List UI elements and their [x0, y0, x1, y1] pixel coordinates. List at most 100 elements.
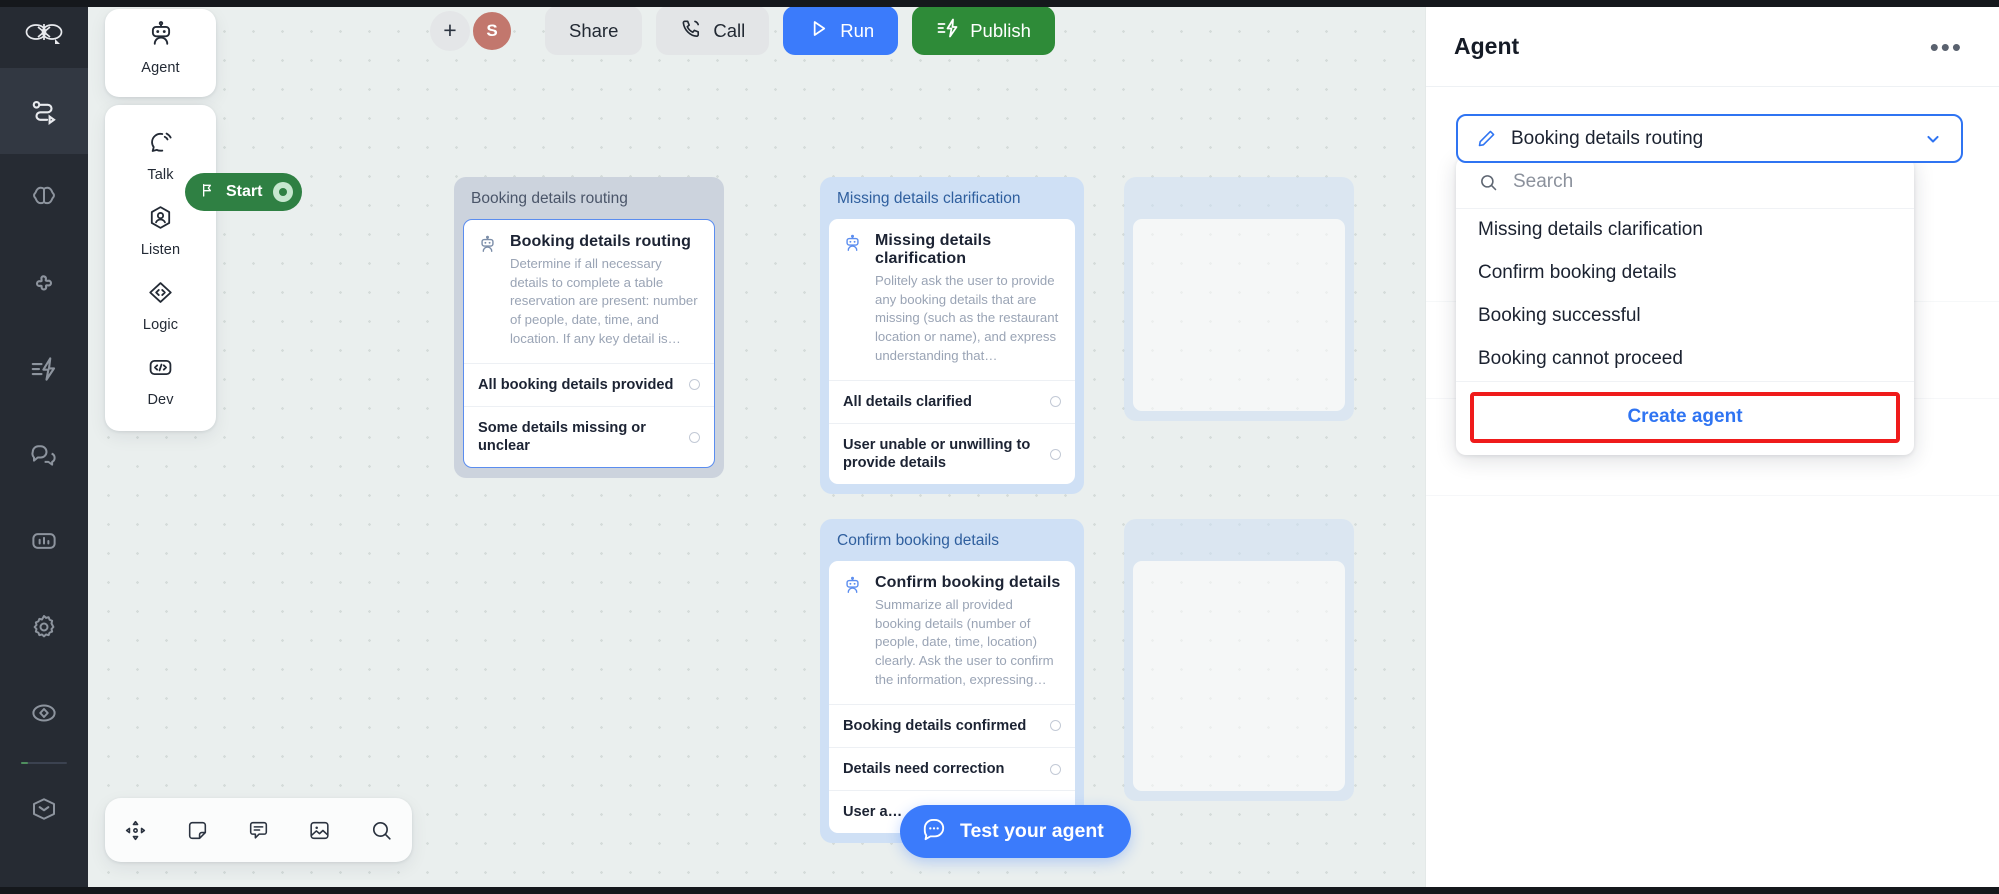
node-card[interactable]: Booking details routing Determine if all… — [463, 219, 715, 469]
palette-item-agent[interactable]: Agent — [105, 9, 216, 85]
canvas-tools-bar — [105, 798, 412, 862]
palette-item-logic[interactable]: Logic — [105, 267, 216, 342]
node-option[interactable]: Booking details confirmed — [829, 703, 1075, 747]
robot-icon — [477, 235, 498, 349]
palette-item-talk[interactable]: Talk — [105, 117, 216, 192]
sidebar-item-chats[interactable] — [0, 412, 88, 498]
phone-waves-icon — [680, 17, 703, 45]
node-group-title: Missing details clarification — [837, 190, 1021, 207]
node-card-title: Missing details clarification — [875, 232, 992, 267]
node-group-title: Booking details routing — [471, 190, 628, 207]
test-your-agent-button[interactable]: Test your agent — [900, 805, 1131, 858]
ellipsis-icon[interactable]: ••• — [1929, 31, 1963, 62]
node-offscreen-right-top[interactable] — [1124, 177, 1354, 421]
node-option-handle[interactable] — [689, 431, 700, 443]
sidebar-item-package[interactable] — [0, 766, 88, 852]
search-input[interactable] — [1513, 171, 1894, 193]
node-card[interactable] — [1133, 219, 1345, 411]
rail-divider — [21, 762, 67, 764]
avatar-initial: S — [486, 20, 498, 40]
start-node[interactable]: Start — [185, 173, 303, 211]
dropdown-option-missing-details-clarification[interactable]: Missing details clarification — [1456, 209, 1914, 252]
node-confirm-booking-details[interactable]: Confirm booking details Confirm bookin — [820, 519, 1084, 844]
start-node-handle[interactable] — [273, 182, 294, 202]
call-button[interactable]: Call — [656, 6, 770, 55]
create-agent-label: Create agent — [1627, 406, 1743, 427]
palette-agent-card[interactable]: Agent — [105, 9, 216, 97]
sidebar-item-settings[interactable] — [0, 584, 88, 670]
add-member-button[interactable]: + — [430, 10, 470, 51]
sidebar-item-observability[interactable] — [0, 670, 88, 756]
pencil-icon[interactable] — [1476, 128, 1497, 149]
dropdown-option-confirm-booking-details[interactable]: Confirm booking details — [1456, 252, 1914, 295]
dropdown-search-row[interactable] — [1456, 157, 1914, 209]
node-card-description: Politely ask the user to provide any boo… — [875, 273, 1059, 363]
panel-header: Agent ••• — [1426, 7, 1999, 87]
page-title: Agent — [1454, 33, 1520, 59]
dropdown-option-label: Missing details clarification — [1478, 219, 1703, 240]
chat-dots-icon — [921, 816, 947, 848]
node-group-title: Confirm booking details — [837, 532, 999, 549]
dropdown-option-booking-successful[interactable]: Booking successful — [1456, 295, 1914, 338]
run-button[interactable]: Run — [783, 6, 899, 55]
agent-details-panel: Agent ••• Booking details routing — [1425, 7, 1999, 887]
move-arrows-icon[interactable] — [123, 818, 148, 843]
play-icon — [807, 17, 830, 45]
avatar[interactable]: S — [471, 9, 513, 52]
node-option-label: All details clarified — [843, 393, 972, 410]
node-option-handle[interactable] — [689, 379, 700, 391]
node-option-label: Some details missing or unclear — [478, 419, 646, 455]
agent-select-value: Booking details routing — [1511, 127, 1704, 149]
sidebar-item-puzzle[interactable] — [0, 240, 88, 326]
node-option-handle[interactable] — [1050, 448, 1061, 460]
node-booking-details-routing[interactable]: Booking details routing Booking detail — [454, 177, 724, 479]
person-hex-icon — [146, 203, 175, 237]
node-group-title — [1133, 186, 1345, 219]
create-agent-button[interactable]: Create agent — [1470, 392, 1900, 443]
brand-logo-icon[interactable] — [0, 0, 88, 68]
chevron-down-icon[interactable] — [1923, 129, 1943, 149]
image-icon[interactable] — [307, 818, 332, 843]
note-icon[interactable] — [185, 818, 210, 843]
share-button[interactable]: Share — [545, 6, 643, 55]
node-group-title — [1133, 528, 1345, 561]
palette-tools-card: Talk Listen — [105, 105, 216, 431]
node-card[interactable] — [1133, 561, 1345, 791]
publish-button[interactable]: Publish — [912, 6, 1055, 55]
node-option[interactable]: All details clarified — [829, 379, 1075, 423]
speech-waves-icon — [146, 128, 175, 162]
sidebar-item-automation[interactable] — [0, 326, 88, 412]
palette-item-dev[interactable]: Dev — [105, 342, 216, 417]
node-card[interactable]: Missing details clarification Politely a… — [829, 219, 1075, 485]
agent-select-dropdown[interactable]: Missing details clarification Confirm bo… — [1456, 157, 1914, 455]
robot-icon — [146, 20, 176, 55]
search-icon[interactable] — [369, 818, 394, 843]
code-brackets-icon — [146, 353, 175, 387]
sidebar-item-analytics[interactable] — [0, 498, 88, 584]
dropdown-option-label: Booking successful — [1478, 305, 1641, 326]
comment-icon[interactable] — [246, 818, 271, 843]
plus-icon: + — [443, 17, 457, 43]
node-option[interactable]: Details need correction — [829, 746, 1075, 790]
node-option[interactable]: All booking details provided — [464, 362, 714, 406]
sidebar-item-workflow[interactable] — [0, 68, 88, 154]
node-option[interactable]: User unable or unwilling to provide deta… — [829, 422, 1075, 484]
node-offscreen-right-bottom[interactable] — [1124, 519, 1354, 801]
create-agent-row: Create agent — [1456, 381, 1914, 445]
palette-item-dev-label: Dev — [147, 392, 174, 408]
agent-select[interactable]: Booking details routing — [1456, 114, 1963, 163]
node-option-handle[interactable] — [1050, 763, 1061, 775]
node-option-handle[interactable] — [1050, 396, 1061, 408]
node-card[interactable]: Confirm booking details Summarize all pr… — [829, 561, 1075, 834]
node-option-handle[interactable] — [1050, 720, 1061, 732]
node-option[interactable]: Some details missing or unclear — [464, 405, 714, 467]
start-node-label: Start — [226, 183, 263, 200]
sidebar-item-brain[interactable] — [0, 154, 88, 240]
code-arrows-icon — [146, 278, 175, 312]
palette-item-listen[interactable]: Listen — [105, 192, 216, 267]
node-option-label: All booking details provided — [478, 376, 674, 393]
dropdown-option-booking-cannot-proceed[interactable]: Booking cannot proceed — [1456, 338, 1914, 381]
flag-icon — [199, 182, 215, 203]
node-missing-details-clarification[interactable]: Missing details clarification Missing — [820, 177, 1084, 495]
